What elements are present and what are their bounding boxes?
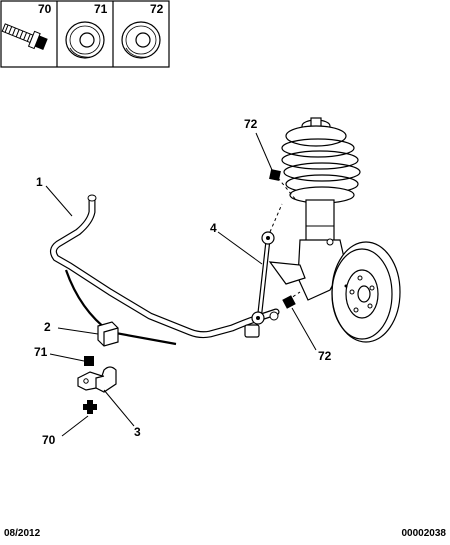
clamp-bracket	[77, 366, 117, 393]
callout-3: 3	[134, 425, 141, 439]
screw-icon	[1, 23, 48, 50]
brake-disc	[331, 241, 401, 343]
callout-leaders	[45, 132, 317, 437]
square-marker-71	[84, 356, 94, 366]
footer-code: 00002038	[401, 528, 447, 539]
washer-icon	[65, 21, 105, 59]
callout-1: 1	[36, 175, 43, 189]
bush	[97, 321, 119, 347]
callout-72-top: 72	[244, 117, 258, 131]
footer-date: 08/2012	[4, 528, 41, 539]
parts-legend: 70 71 72	[0, 0, 170, 68]
callout-70: 70	[42, 433, 56, 447]
square-marker-72-top	[269, 169, 281, 181]
callout-72-bottom: 72	[318, 349, 332, 363]
callout-71: 71	[34, 345, 48, 359]
anti-roll-bar	[49, 194, 280, 346]
legend-number-72: 72	[150, 2, 164, 16]
callout-4: 4	[210, 221, 217, 235]
legend-number-71: 71	[94, 2, 108, 16]
strut-assembly	[268, 117, 361, 301]
square-marker-72-bottom	[282, 295, 296, 309]
legend-number-70: 70	[38, 2, 52, 16]
washer-icon	[121, 21, 161, 59]
drop-link	[244, 231, 279, 338]
callout-2: 2	[44, 320, 51, 334]
cross-marker-70	[83, 400, 97, 414]
